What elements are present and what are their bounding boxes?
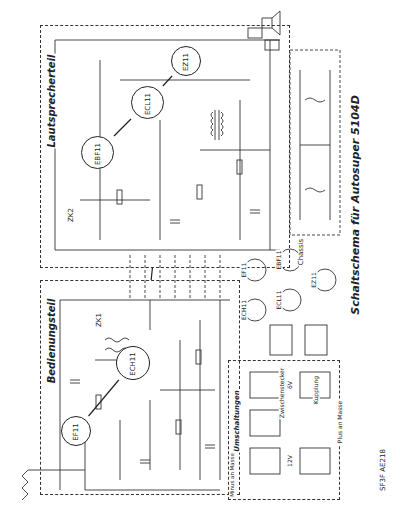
tube-label: EF11 bbox=[73, 422, 81, 441]
tube-label: ECL11 bbox=[145, 91, 153, 115]
capacitor-symbol bbox=[170, 210, 260, 223]
cable-bundle bbox=[130, 255, 220, 300]
wire-connector bbox=[114, 119, 131, 136]
diagram-title: Schaltschema für Autosuper 5104D bbox=[350, 94, 362, 316]
switch-diagram bbox=[250, 410, 280, 436]
callout-box bbox=[265, 40, 279, 50]
part-label: ZK1 bbox=[96, 312, 104, 328]
wire bbox=[52, 300, 230, 490]
switch-diagram bbox=[250, 372, 280, 398]
transformer-symbol bbox=[211, 110, 223, 140]
tube-socket bbox=[244, 259, 266, 281]
section-box: BedienungsteilEF11 ECH11 bbox=[40, 280, 240, 495]
tube-socket bbox=[279, 289, 301, 311]
tube-label: ECH11 bbox=[130, 351, 138, 376]
part-label: ZK2 bbox=[68, 207, 76, 223]
part-label: 12V bbox=[287, 454, 294, 468]
part-label: ECH11 bbox=[241, 299, 248, 321]
part-label: Plus an Masse bbox=[337, 400, 344, 444]
tube-label: EZ11 bbox=[183, 52, 191, 72]
part-label: 6V bbox=[287, 380, 294, 390]
part-label: ECL11 bbox=[276, 290, 283, 311]
power-supply-wire bbox=[300, 70, 330, 220]
wire-connector bbox=[151, 268, 152, 280]
tube-label: EBF11 bbox=[95, 141, 103, 165]
resistor-symbol bbox=[237, 160, 242, 174]
part-label: Chassis bbox=[298, 238, 306, 267]
wire bbox=[55, 40, 280, 250]
resistor-symbol bbox=[196, 350, 201, 364]
tube-symbol: ECL11 bbox=[131, 86, 164, 119]
callout-box bbox=[248, 28, 262, 38]
tube-symbol: EZ11 bbox=[171, 46, 201, 76]
wire-connector bbox=[89, 380, 119, 416]
part-label: EBF11 bbox=[276, 250, 283, 271]
tube-socket bbox=[244, 299, 266, 321]
switch-diagram bbox=[250, 448, 280, 474]
part-label: EF11 bbox=[241, 262, 248, 279]
connector-plug bbox=[270, 325, 292, 355]
capacitor-symbol bbox=[70, 380, 215, 463]
resistor-symbol bbox=[117, 190, 122, 204]
tube-symbol: EBF11 bbox=[81, 136, 114, 169]
section-title: Umschaltungen bbox=[234, 389, 242, 452]
part-label: SF3F AE218 bbox=[380, 448, 388, 492]
tube-socket bbox=[314, 269, 336, 291]
section-title: Lautsprecherteil bbox=[46, 53, 57, 148]
connector-plug bbox=[305, 325, 327, 355]
resistor-symbol bbox=[197, 185, 202, 199]
part-label: Minus an Masse bbox=[229, 452, 235, 498]
tube-symbol: ECH11 bbox=[116, 346, 150, 380]
chassis-outline bbox=[290, 50, 340, 235]
part-label: Zwischenstecker bbox=[279, 367, 286, 419]
tube-symbol: EF11 bbox=[61, 416, 91, 446]
part-label: Kupplung bbox=[313, 375, 320, 405]
section-box: LautsprecherteilEBF11 ECL11 EZ11 bbox=[40, 25, 290, 268]
section-title: Bedienungsteil bbox=[46, 298, 57, 385]
antenna-symbol bbox=[22, 470, 52, 500]
part-label: EZ11 bbox=[311, 271, 318, 289]
loudspeaker-symbol bbox=[262, 11, 280, 35]
resistor-symbol bbox=[176, 420, 181, 434]
wire-connector bbox=[163, 76, 172, 86]
switch-diagram bbox=[300, 448, 330, 474]
